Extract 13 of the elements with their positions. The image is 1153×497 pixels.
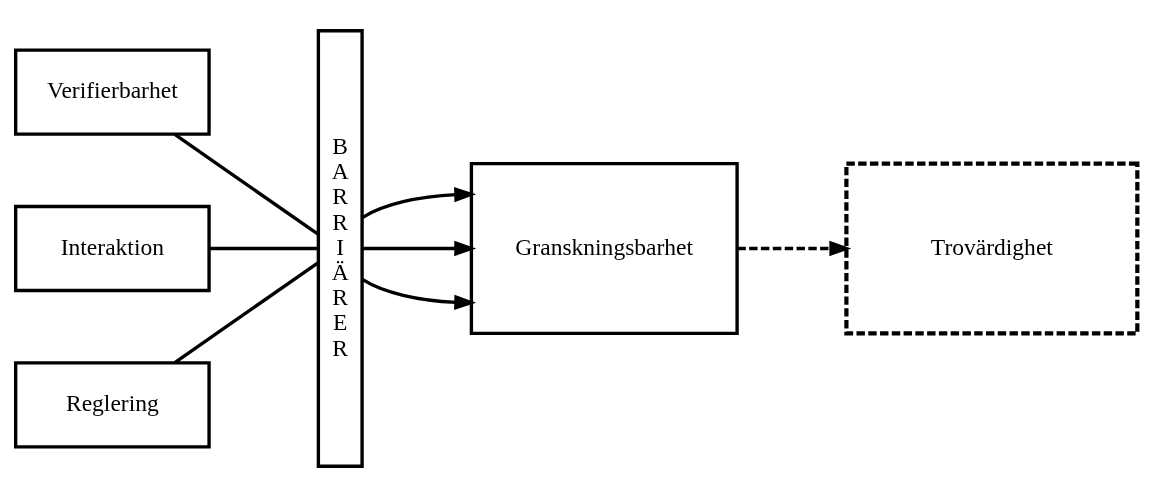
arrow [361, 187, 477, 220]
connector [173, 133, 320, 236]
node-box: Trovärdighet [844, 161, 1140, 336]
connector [173, 261, 320, 364]
node-box: Reglering [14, 361, 211, 449]
node-box: BARRIÄRER [316, 29, 364, 468]
node-box: Verifierbarhet [14, 48, 211, 136]
arrow [362, 240, 477, 257]
node-box: Granskningsbarhet [469, 161, 739, 336]
arrow [361, 277, 477, 310]
connector [209, 246, 319, 251]
node-box: Interaktion [14, 204, 211, 293]
arrow [737, 240, 852, 257]
